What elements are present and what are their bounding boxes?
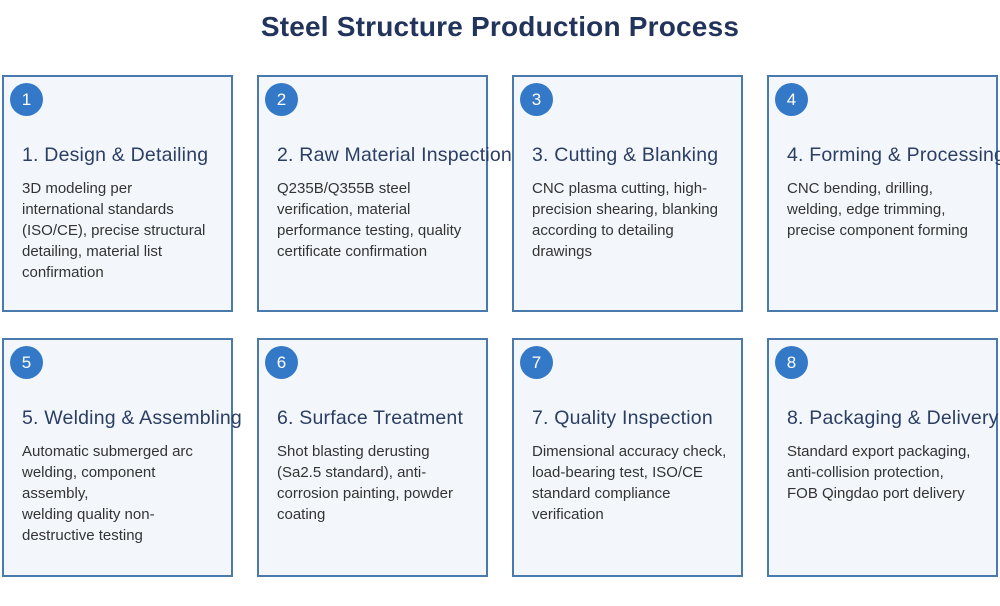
step-description: Standard export packaging, anti-collisio… — [787, 443, 971, 502]
page-title: Steel Structure Production Process — [260, 11, 740, 42]
process-card-packaging-delivery: 8 8. Packaging & Delivery Standard expor… — [767, 338, 998, 577]
step-description: Automatic submerged arc welding, compone… — [22, 443, 193, 544]
step-title: 6. Surface Treatment — [277, 407, 464, 429]
step-description: CNC plasma cutting, high- precision shea… — [532, 180, 718, 260]
step-number-badge: 6 — [265, 346, 298, 379]
process-card-forming-processing: 4 4. Forming & Processing CNC bending, d… — [767, 75, 1000, 312]
step-title: 4. Forming & Processing — [787, 144, 1000, 166]
step-number-badge: 2 — [265, 83, 298, 116]
step-title: 3. Cutting & Blanking — [532, 144, 719, 166]
step-number-badge: 7 — [520, 346, 553, 379]
process-card-cutting-blanking: 3 3. Cutting & Blanking CNC plasma cutti… — [512, 75, 743, 312]
process-cards-grid: 1 1. Design & Detailing 3D modeling per … — [2, 75, 1000, 577]
step-description: 3D modeling per international standards … — [22, 180, 206, 281]
step-description: Dimensional accuracy check, load-bearing… — [532, 443, 727, 523]
step-number-badge: 8 — [775, 346, 808, 379]
step-number-badge: 3 — [520, 83, 553, 116]
step-title: 1. Design & Detailing — [22, 144, 209, 166]
step-title: 8. Packaging & Delivery — [787, 407, 999, 429]
step-number-badge: 5 — [10, 346, 43, 379]
step-description: CNC bending, drilling, welding, edge tri… — [787, 180, 968, 239]
process-card-design-detailing: 1 1. Design & Detailing 3D modeling per … — [2, 75, 233, 312]
process-card-surface-treatment: 6 6. Surface Treatment Shot blasting der… — [257, 338, 488, 577]
process-card-welding-assembling: 5 5. Welding & Assembling Automatic subm… — [2, 338, 242, 577]
step-number-badge: 1 — [10, 83, 43, 116]
process-card-raw-material-inspection: 2 2. Raw Material Inspection Q235B/Q355B… — [257, 75, 512, 312]
step-title: 7. Quality Inspection — [532, 407, 713, 429]
step-description: Shot blasting derusting (Sa2.5 standard)… — [277, 443, 453, 523]
process-card-quality-inspection: 7 7. Quality Inspection Dimensional accu… — [512, 338, 743, 577]
step-number-badge: 4 — [775, 83, 808, 116]
step-title: 5. Welding & Assembling — [22, 407, 242, 429]
step-description: Q235B/Q355B steel verification, material… — [277, 180, 462, 260]
step-title: 2. Raw Material Inspection — [277, 144, 512, 166]
